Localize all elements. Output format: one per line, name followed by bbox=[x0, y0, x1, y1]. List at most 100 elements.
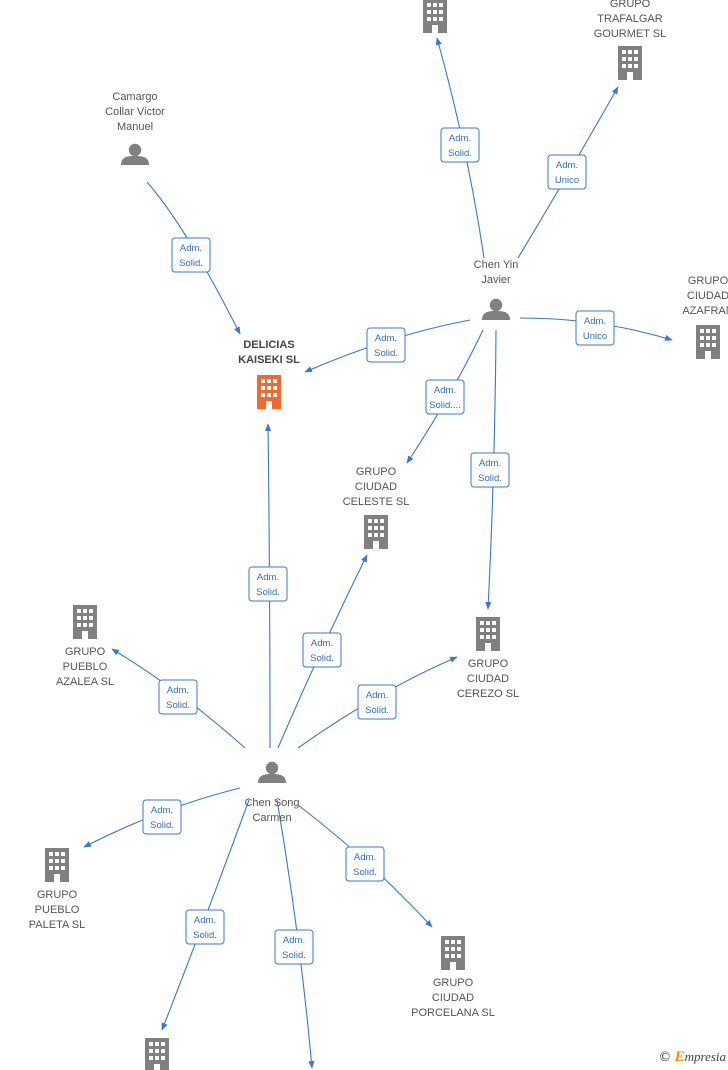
node-label: CIUDAD bbox=[432, 992, 474, 1004]
node-label: PUEBLO bbox=[63, 661, 108, 673]
edge-label-text: Solid. bbox=[365, 705, 389, 716]
edge-chen_yin-to-top_company: Adm.Solid. bbox=[435, 37, 485, 259]
edge-label-text: Adm. bbox=[167, 685, 189, 696]
building-icon[interactable] bbox=[364, 515, 388, 549]
edge-label-box[interactable] bbox=[575, 310, 615, 346]
edge-label-text: Solid. bbox=[310, 653, 334, 664]
empresia-logo: © Empresia bbox=[658, 1049, 726, 1066]
edge-chen_song-to-paleta: Adm.Solid. bbox=[83, 787, 241, 848]
node-label: GRUPO bbox=[610, 0, 651, 10]
edge-label-box[interactable] bbox=[357, 684, 397, 720]
edge-label-box[interactable] bbox=[142, 799, 182, 835]
building-icon[interactable] bbox=[145, 1038, 169, 1070]
edge-label-text: Solid. bbox=[193, 930, 217, 941]
building-icon[interactable] bbox=[257, 375, 281, 409]
edge-label-box[interactable] bbox=[470, 452, 510, 488]
building-icon[interactable] bbox=[45, 848, 69, 882]
building-icon[interactable] bbox=[423, 0, 447, 33]
edge-label-box[interactable] bbox=[440, 127, 480, 163]
building-icon[interactable] bbox=[476, 617, 500, 651]
node-label: Chen Yin bbox=[474, 259, 519, 271]
node-top_company[interactable] bbox=[423, 0, 447, 33]
node-bottom_company[interactable] bbox=[145, 1038, 169, 1070]
edge-label-text: Solid.... bbox=[429, 400, 461, 411]
edge-label-box[interactable] bbox=[171, 237, 211, 273]
node-label: Javier bbox=[481, 274, 511, 286]
edge-label-text: Solid. bbox=[166, 700, 190, 711]
edge-label-text: Solid. bbox=[150, 820, 174, 831]
node-azafran[interactable]: GRUPOCIUDADAZAFRAN bbox=[682, 275, 728, 359]
node-label: AZAFRAN bbox=[682, 305, 728, 317]
building-icon[interactable] bbox=[441, 936, 465, 970]
edge-label-box[interactable] bbox=[274, 929, 314, 965]
edge-label-text: Solid. bbox=[478, 473, 502, 484]
edge-label-text: Adm. bbox=[311, 638, 333, 649]
node-label: GRUPO bbox=[356, 466, 397, 478]
edge-label-text: Adm. bbox=[434, 385, 456, 396]
edge-label-box[interactable] bbox=[158, 679, 198, 715]
edge-label-text: Solid. bbox=[374, 348, 398, 359]
edge-label-text: Unico bbox=[583, 331, 607, 342]
node-label: GOURMET SL bbox=[594, 28, 667, 40]
node-label: GRUPO bbox=[468, 658, 509, 670]
node-label: CEREZO SL bbox=[457, 688, 519, 700]
edge-chen_yin-to-delicias: Adm. Solid. bbox=[304, 319, 471, 373]
person-icon[interactable] bbox=[121, 143, 149, 165]
node-label: Chen Song bbox=[244, 797, 299, 809]
building-icon[interactable] bbox=[73, 605, 97, 639]
node-label: GRUPO bbox=[433, 977, 474, 989]
edge-chen_song-to-porcelana: Adm. Solid. bbox=[297, 804, 433, 928]
node-porcelana[interactable]: GRUPO CIUDAD PORCELANA SL bbox=[411, 936, 495, 1019]
node-trafalgar[interactable]: GRUPO TRAFALGAR GOURMET SL bbox=[594, 0, 667, 80]
edge-chen_yin-to-trafalgar: Adm. Unico bbox=[517, 86, 619, 259]
building-icon[interactable] bbox=[618, 46, 642, 80]
edge-label-text: Adm. bbox=[354, 852, 376, 863]
node-label: GRUPO bbox=[65, 646, 106, 658]
edge-label-text: Solid. bbox=[282, 950, 306, 961]
edge-label-text: Adm. bbox=[257, 572, 279, 583]
edge-chen_song-to-bottom_company: Adm.Solid. bbox=[161, 799, 250, 1031]
edge-label-box[interactable] bbox=[302, 632, 342, 668]
edge-label-text: Adm. bbox=[479, 458, 501, 469]
node-label: DELICIAS bbox=[243, 339, 294, 351]
building-icon[interactable] bbox=[696, 325, 720, 359]
edge-label-text: Solid. bbox=[353, 867, 377, 878]
node-label: PORCELANA SL bbox=[411, 1007, 495, 1019]
person-icon[interactable] bbox=[258, 761, 286, 783]
person-icon[interactable] bbox=[482, 298, 510, 320]
edge-label-text: Adm. bbox=[556, 160, 578, 171]
node-label: CIUDAD bbox=[467, 673, 509, 685]
edge-label-text: Solid. bbox=[256, 587, 280, 598]
node-cerezo[interactable]: GRUPO CIUDAD CEREZO SL bbox=[457, 617, 519, 700]
edge-label-text: Solid. bbox=[179, 258, 203, 269]
node-label: Manuel bbox=[117, 121, 153, 133]
brand-rest: mpresia bbox=[684, 1049, 726, 1064]
edge-label-text: Adm. bbox=[375, 333, 397, 344]
copyright-symbol: © bbox=[658, 1050, 672, 1065]
edge-chen_song-to-azalea: Adm. Solid. bbox=[111, 648, 246, 749]
edge-label-text: Adm. bbox=[366, 690, 388, 701]
edge-label-box[interactable] bbox=[366, 327, 406, 363]
edge-label-box[interactable] bbox=[345, 846, 385, 882]
edge-camargo-to-delicias: Adm. Solid. bbox=[146, 181, 241, 335]
node-label: CIUDAD bbox=[355, 481, 397, 493]
edge-label-box[interactable] bbox=[248, 566, 288, 602]
node-label: Carmen bbox=[252, 812, 291, 824]
node-label: GRUPO bbox=[37, 889, 78, 901]
edge-chen_song-to-cerezo: Adm. Solid. bbox=[297, 656, 458, 749]
edge-label-box[interactable] bbox=[547, 154, 587, 190]
edge-label-box[interactable] bbox=[425, 379, 465, 415]
edge-label-box[interactable] bbox=[185, 909, 225, 945]
edge-label-text: Unico bbox=[555, 175, 579, 186]
node-label: TRAFALGAR bbox=[597, 13, 662, 25]
edge-label-text: Adm. bbox=[283, 935, 305, 946]
edge-label-text: Adm. bbox=[180, 243, 202, 254]
